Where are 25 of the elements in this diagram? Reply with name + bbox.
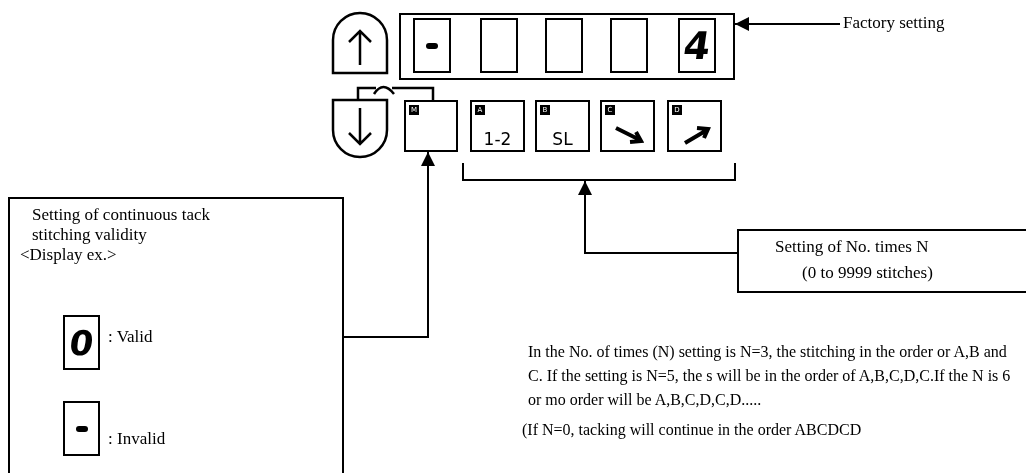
function-key [535, 100, 590, 152]
note-paragraph: In the No. of times (N) setting is N=3, the stitching in the order or A,B and C. If the setting is N=5, the s will be in the order of A,B,C,D,C.If the N is 6 or mo order will be A,B,C,D,C,D..... [528, 342, 1012, 410]
digit-cell: 0 [63, 315, 100, 370]
digit-cell: 4 [678, 18, 716, 73]
legend-text: : Valid [108, 327, 153, 347]
box-text: <Display ex.> [20, 245, 117, 265]
key-label: 1-2 [482, 131, 513, 148]
note-box [8, 197, 344, 473]
display-panel [399, 13, 735, 80]
box-heading: Setting of continuous tack stitching validity [32, 205, 211, 245]
function-key [470, 100, 525, 152]
arrow [734, 17, 841, 31]
function-key [404, 100, 458, 152]
function-key [600, 100, 655, 152]
arrow [343, 151, 435, 338]
note-box [737, 229, 1026, 293]
arrow [578, 180, 738, 254]
box-text: (0 to 9999 stitches) [802, 263, 933, 283]
function-key [667, 100, 722, 152]
bracket [462, 163, 736, 181]
callout-label: Factory setting [843, 13, 993, 35]
note-paragraph: (If N=0, tacking will continue in the order ABCDCD [522, 420, 863, 441]
key-label: SL [551, 131, 574, 148]
legend-text: : Invalid [108, 429, 166, 449]
box-heading: Setting of No. times N [775, 237, 929, 257]
